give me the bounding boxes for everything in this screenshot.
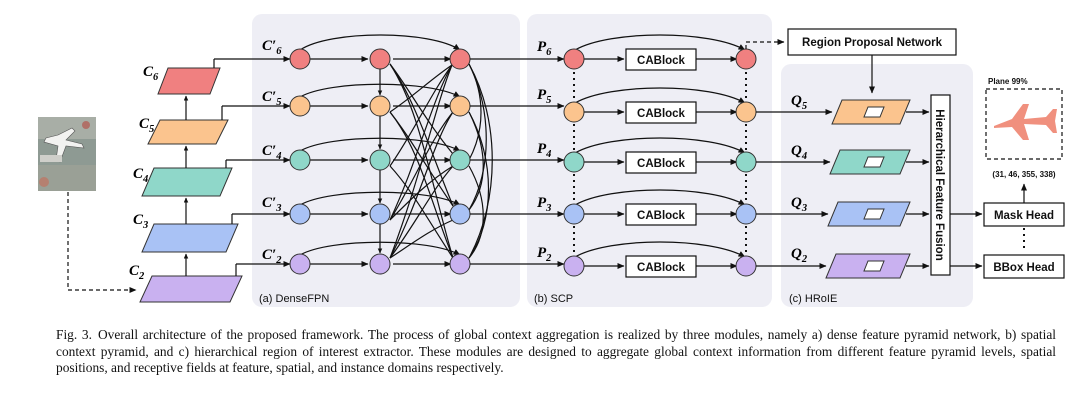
- bbox-head-box: BBox Head: [983, 254, 1065, 279]
- scp-panel-label: (b) SCP: [534, 293, 573, 305]
- scp-in-node-p2: [563, 255, 585, 277]
- dense-node-c6-3: [449, 48, 471, 70]
- dense-label-c5: C′5: [262, 89, 281, 108]
- backbone-level-c6: [157, 67, 221, 95]
- scp-label-p6: P6: [537, 39, 552, 58]
- figure-caption: Fig. 3.Overall architecture of the propo…: [56, 327, 1056, 377]
- svg-text:CABlock: CABlock: [637, 262, 686, 274]
- cablock-p3: CABlock: [625, 203, 697, 226]
- result-coordinates: (31, 46, 355, 338): [992, 170, 1055, 179]
- backbone-label-c6: C6: [143, 64, 159, 83]
- cablock-p2: CABlock: [625, 255, 697, 278]
- dense-node-c2-3: [449, 253, 471, 275]
- backbone-level-c4: [141, 167, 233, 197]
- backbone-label-c4: C4: [133, 166, 148, 185]
- scp-label-p4: P4: [537, 141, 551, 160]
- hroie-panel-label: (c) HRoIE: [789, 293, 837, 305]
- scp-in-node-p3: [563, 203, 585, 225]
- scp-in-node-p5: [563, 101, 585, 123]
- roi-label-q5: Q5: [791, 93, 807, 112]
- backbone-level-c5: [147, 119, 229, 145]
- cablock-p5: CABlock: [625, 101, 697, 124]
- svg-text:Region Proposal Network: Region Proposal Network: [802, 37, 943, 49]
- dense-node-c4-2: [369, 149, 391, 171]
- backbone-label-c2: C2: [129, 263, 145, 282]
- svg-text:CABlock: CABlock: [637, 210, 686, 222]
- backbone-level-c3: [141, 223, 239, 253]
- densefpn-panel-label: (a) DenseFPN: [259, 293, 329, 305]
- hierarchical-feature-fusion-box: Hierarchical Feature Fusion: [930, 94, 951, 276]
- dense-node-c5-2: [369, 95, 391, 117]
- dense-node-c5-1: [289, 95, 311, 117]
- scp-in-node-p4: [563, 151, 585, 173]
- dense-node-c2-2: [369, 253, 391, 275]
- backbone-label-c5: C5: [139, 116, 154, 135]
- scp-in-node-p6: [563, 48, 585, 70]
- svg-text:CABlock: CABlock: [637, 108, 686, 120]
- scp-label-p3: P3: [537, 195, 551, 214]
- svg-text:CABlock: CABlock: [637, 158, 686, 170]
- scp-label-p5: P5: [537, 87, 551, 106]
- scp-label-p2: P2: [537, 245, 552, 264]
- dense-node-c6-1: [289, 48, 311, 70]
- hroie-panel: [781, 64, 973, 307]
- dense-label-c3: C′3: [262, 195, 281, 214]
- plane-mask-icon: [994, 104, 1057, 140]
- mask-head-box: Mask Head: [983, 202, 1065, 227]
- roi-label-q2: Q2: [791, 246, 808, 265]
- backbone-level-c2: [139, 275, 243, 303]
- dense-label-c2: C′2: [262, 247, 282, 266]
- scp-out-node-p4: [735, 151, 757, 173]
- dense-node-c3-1: [289, 203, 311, 225]
- cablock-p6: CABlock: [625, 48, 697, 71]
- scp-out-node-p3: [735, 203, 757, 225]
- roi-label-q3: Q3: [791, 195, 807, 214]
- result-class-label: Plane 99%: [988, 77, 1028, 86]
- dense-node-c2-1: [289, 253, 311, 275]
- roi-label-q4: Q4: [791, 143, 807, 162]
- dense-node-c3-3: [449, 203, 471, 225]
- dense-label-c4: C′4: [262, 143, 281, 162]
- dense-label-c6: C′6: [262, 38, 282, 57]
- cablock-p4: CABlock: [625, 151, 697, 174]
- region-proposal-network-box: Region Proposal Network: [787, 28, 957, 56]
- result-box: Plane 99% (31, 46, 355, 338): [985, 77, 1063, 179]
- input-image: [38, 117, 96, 191]
- backbone-label-c3: C3: [133, 212, 148, 231]
- dense-node-c3-2: [369, 203, 391, 225]
- figure-caption-text: Overall architecture of the proposed fra…: [56, 327, 1056, 376]
- dense-node-c4-3: [449, 149, 471, 171]
- scp-out-node-p2: [735, 255, 757, 277]
- svg-text:BBox Head: BBox Head: [993, 262, 1054, 274]
- architecture-diagram: (a) DenseFPN (b) SCP (c) HRoIE C6 C5 C4 …: [38, 14, 1065, 307]
- svg-text:CABlock: CABlock: [637, 55, 686, 67]
- scp-out-node-p6: [735, 48, 757, 70]
- figure-caption-label: Fig. 3.: [56, 327, 92, 342]
- dense-node-c5-3: [449, 95, 471, 117]
- scp-out-node-p5: [735, 101, 757, 123]
- svg-text:Mask Head: Mask Head: [994, 210, 1054, 222]
- svg-text:Hierarchical Feature Fusion: Hierarchical Feature Fusion: [933, 109, 945, 260]
- dense-node-c6-2: [369, 48, 391, 70]
- dense-node-c4-1: [289, 149, 311, 171]
